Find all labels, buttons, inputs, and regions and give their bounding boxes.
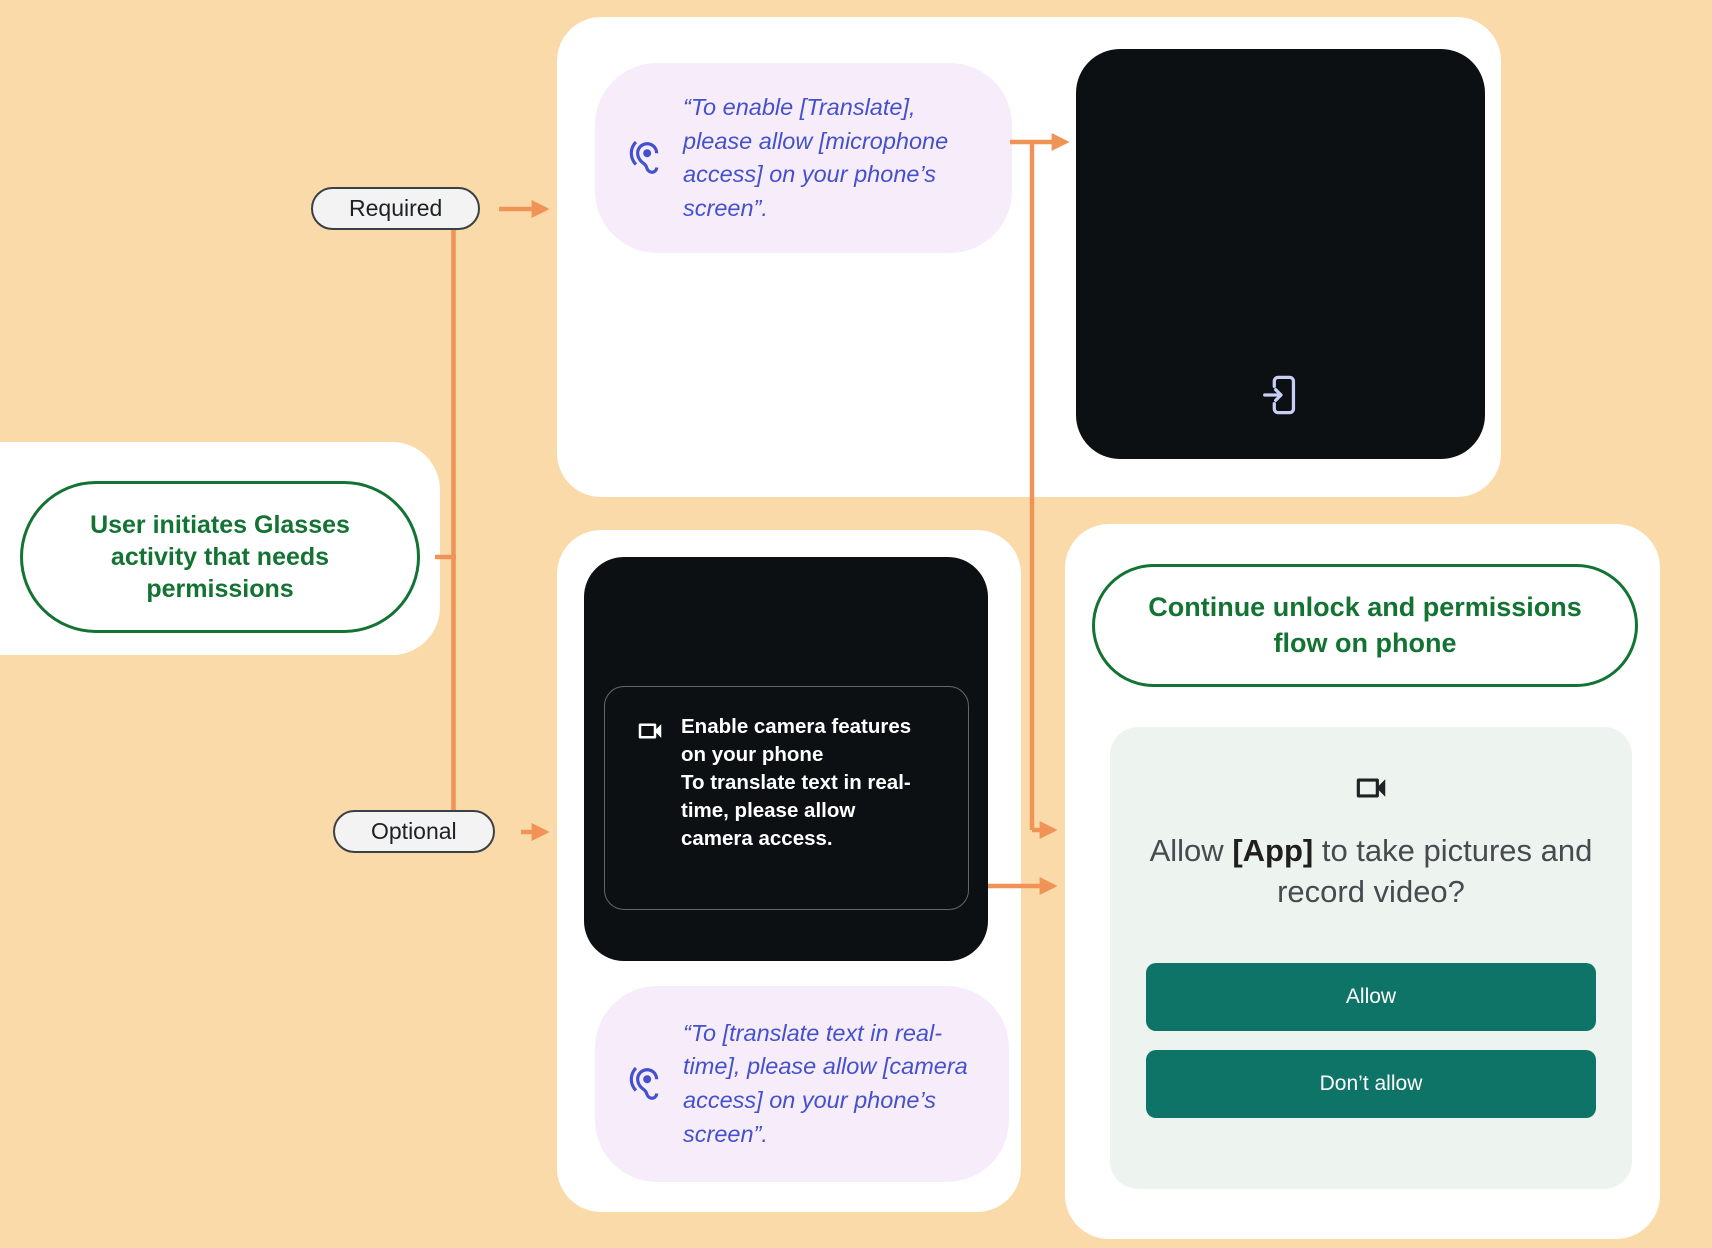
voice-prompt-text-optional: “To [translate text in real-time], pleas… xyxy=(683,1019,968,1147)
hearing-icon xyxy=(625,139,663,177)
phone-flow-header: Continue unlock and permissions flow on … xyxy=(1092,564,1638,687)
optional-branch-label: Optional xyxy=(333,810,495,853)
glasses-dialog-body: To translate text in real-time, please a… xyxy=(681,771,911,851)
glasses-dialog-heading: Enable camera features on your phone xyxy=(681,715,912,767)
dont-allow-button[interactable]: Don’t allow xyxy=(1146,1049,1596,1118)
optional-branch-text: Optional xyxy=(371,818,457,844)
glasses-screen-blank xyxy=(1076,49,1485,459)
phone-arrow-right-icon xyxy=(1258,372,1304,418)
videocam-icon xyxy=(635,716,665,909)
required-branch-text: Required xyxy=(349,195,443,221)
hearing-icon xyxy=(625,1065,663,1103)
allow-button[interactable]: Allow xyxy=(1146,962,1596,1031)
glasses-dialog-text: Enable camera features on your phone To … xyxy=(681,713,915,909)
optional-flow-card: Enable camera features on your phone To … xyxy=(557,530,1021,1212)
glasses-screen-camera: Enable camera features on your phone To … xyxy=(584,557,988,961)
permission-question: Allow [App] to take pictures and record … xyxy=(1136,831,1606,913)
permission-question-suffix: to take pictures and record video? xyxy=(1277,833,1593,909)
voice-prompt-bubble-optional: “To [translate text in real-time], pleas… xyxy=(595,986,1009,1182)
phone-permission-dialog: Allow [App] to take pictures and record … xyxy=(1110,727,1632,1189)
start-node: User initiates Glasses activity that nee… xyxy=(20,481,420,633)
start-node-label: User initiates Glasses activity that nee… xyxy=(90,511,350,603)
permission-question-app: [App] xyxy=(1232,833,1314,868)
voice-prompt-bubble-required: “To enable [Translate], please allow [mi… xyxy=(595,63,1012,254)
phone-flow-card: Continue unlock and permissions flow on … xyxy=(1065,524,1660,1239)
glasses-camera-dialog: Enable camera features on your phone To … xyxy=(604,686,969,910)
permission-question-prefix: Allow xyxy=(1149,833,1233,868)
videocam-icon xyxy=(1352,769,1390,807)
voice-prompt-text-required: “To enable [Translate], please allow [mi… xyxy=(683,94,949,221)
required-flow-card: “To enable [Translate], please allow [mi… xyxy=(557,17,1501,497)
phone-flow-header-text: Continue unlock and permissions flow on … xyxy=(1148,592,1582,658)
required-branch-label: Required xyxy=(311,187,481,230)
